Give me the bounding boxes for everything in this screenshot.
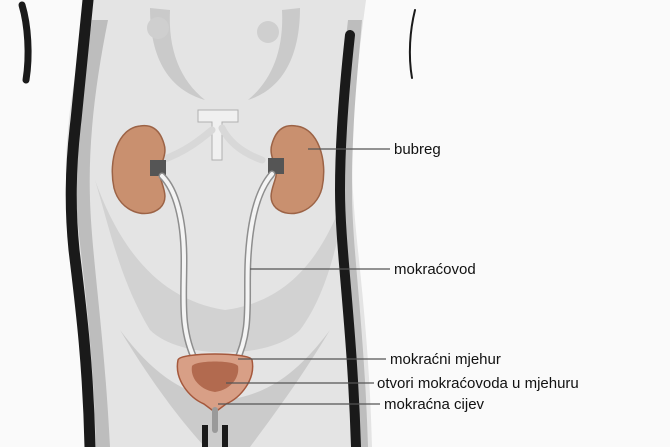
label-kidney: bubreg [394,142,441,157]
arm-outline-right [410,10,415,78]
label-bladder: mokraćni mjehur [390,352,501,367]
label-ureter: mokraćovod [394,262,476,277]
right-nipple [257,21,279,43]
label-urethra: mokraćna cijev [384,397,484,412]
arm-outline-left [22,5,28,80]
left-nipple [147,17,169,39]
label-ureter-openings: otvori mokraćovoda u mjehuru [377,376,579,391]
